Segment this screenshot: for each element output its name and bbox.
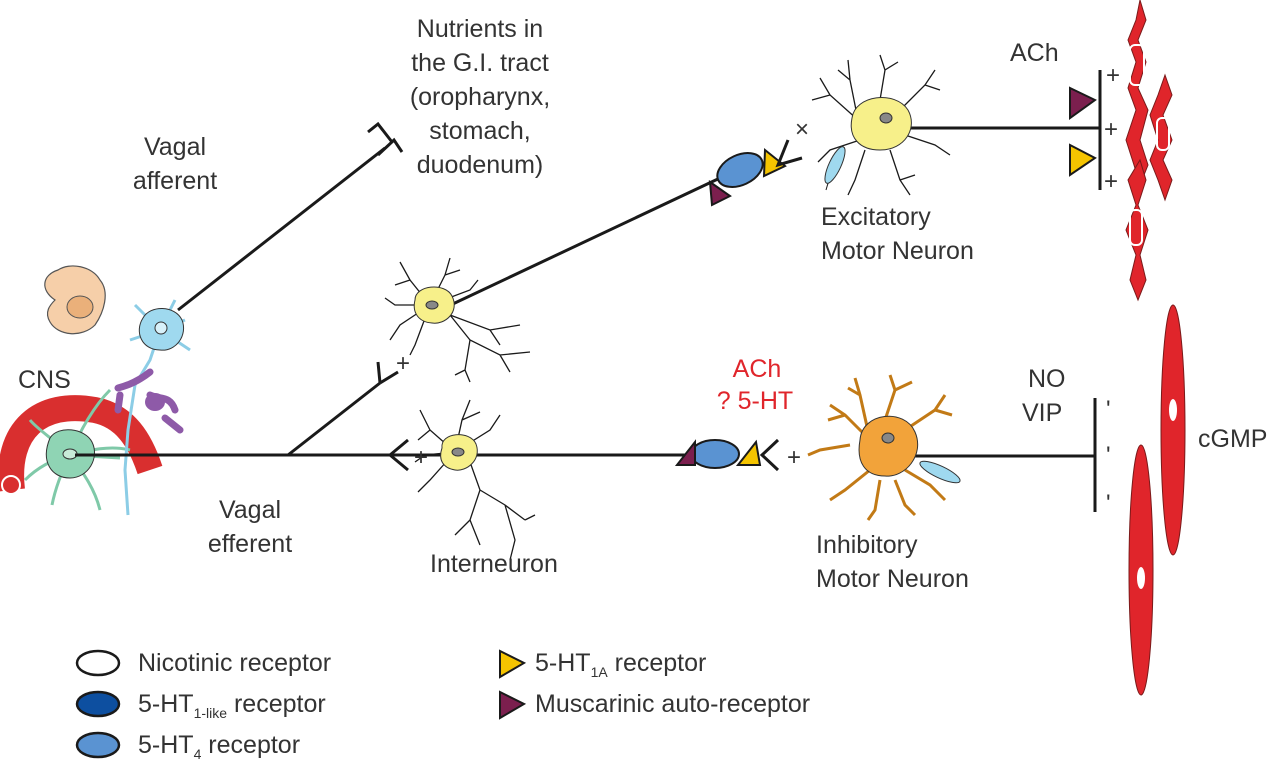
lower-receptor-cluster xyxy=(674,438,780,472)
times-sign: × xyxy=(795,116,810,143)
5ht1-like-receptor-icon xyxy=(75,690,121,718)
minus-sign: ' xyxy=(1106,442,1111,469)
nerve-lines xyxy=(75,126,1100,458)
minus-sign: ' xyxy=(1106,396,1111,423)
nutrients-line-4: stomach, xyxy=(429,117,531,145)
cns-blood-vessel-icon xyxy=(0,395,163,495)
vagal-green-neuron-icon xyxy=(23,388,131,511)
ach-top-label: ACh xyxy=(1010,39,1059,67)
interneuron-input-terminal-icon xyxy=(389,438,409,472)
purple-synapse-icon xyxy=(114,368,184,434)
plus-sign: + xyxy=(1104,116,1119,143)
muscarinic-auto-receptor-icon xyxy=(499,690,527,720)
interneuron-upper-icon xyxy=(384,257,531,383)
inhibitory-motor-neuron-label: Inhibitory Motor Neuron xyxy=(816,531,969,593)
excitatory-motor-neuron-icon xyxy=(811,54,951,196)
plus-sign: + xyxy=(787,444,802,471)
smooth-muscle-chain-icon xyxy=(1125,0,1173,302)
5ht4-receptor-icon xyxy=(75,731,121,759)
plus-sign: + xyxy=(396,350,411,377)
vip-label: VIP xyxy=(1022,399,1063,427)
vagal-efferent-label: Vagal efferent xyxy=(207,496,293,558)
vagal-afferent-blue-neuron-icon xyxy=(123,299,191,516)
minus-sign: ' xyxy=(1106,490,1111,517)
legend-nicotinic: Nicotinic receptor xyxy=(138,649,332,677)
legend-icons xyxy=(75,649,527,759)
nutrient-terminal-icon xyxy=(367,121,404,157)
interneuron-label: Interneuron xyxy=(430,550,558,578)
legend-5ht1a: 5-HT1A receptor xyxy=(535,649,707,680)
5ht1a-receptor-icon xyxy=(499,649,527,679)
cns-label: CNS xyxy=(18,366,71,394)
excitatory-motor-neuron-label: Excitatory Motor Neuron xyxy=(821,203,974,265)
nutrients-label: Nutrients in the G.I. tract (oropharynx,… xyxy=(390,12,570,182)
no-label: NO xyxy=(1028,365,1066,393)
cns-cell-icon xyxy=(44,265,106,335)
legend-muscarinic: Muscarinic auto-receptor xyxy=(535,690,811,718)
plus-sign: + xyxy=(1104,168,1119,195)
ach-red-label: ACh xyxy=(732,355,782,383)
cgmp-label: cGMP xyxy=(1198,425,1268,453)
upper-receptor-cluster xyxy=(708,139,803,207)
inhibitory-motor-neuron-icon xyxy=(807,374,961,521)
plus-sign: + xyxy=(414,444,429,471)
vagal-afferent-label: Vagal afferent xyxy=(132,133,218,195)
plus-sign: + xyxy=(1106,62,1121,89)
efferent-terminal-icon xyxy=(376,361,399,385)
nutrients-line-5: duodenum) xyxy=(416,151,544,179)
5ht-red-label: ? 5-HT xyxy=(716,387,794,415)
smooth-muscle-cells-icon xyxy=(1128,304,1186,696)
excitatory-end-plate xyxy=(1069,70,1102,190)
nicotinic-receptor-icon xyxy=(75,649,121,677)
legend-5ht1-like: 5-HT1-like receptor xyxy=(138,690,326,721)
nutrients-line-3: (oropharynx, xyxy=(409,83,551,111)
legend-5ht4: 5-HT4 receptor xyxy=(138,731,301,762)
nutrients-line-1: Nutrients in xyxy=(416,15,544,43)
interneuron-lower-icon xyxy=(414,399,536,561)
nutrients-line-2: the G.I. tract xyxy=(411,49,549,77)
